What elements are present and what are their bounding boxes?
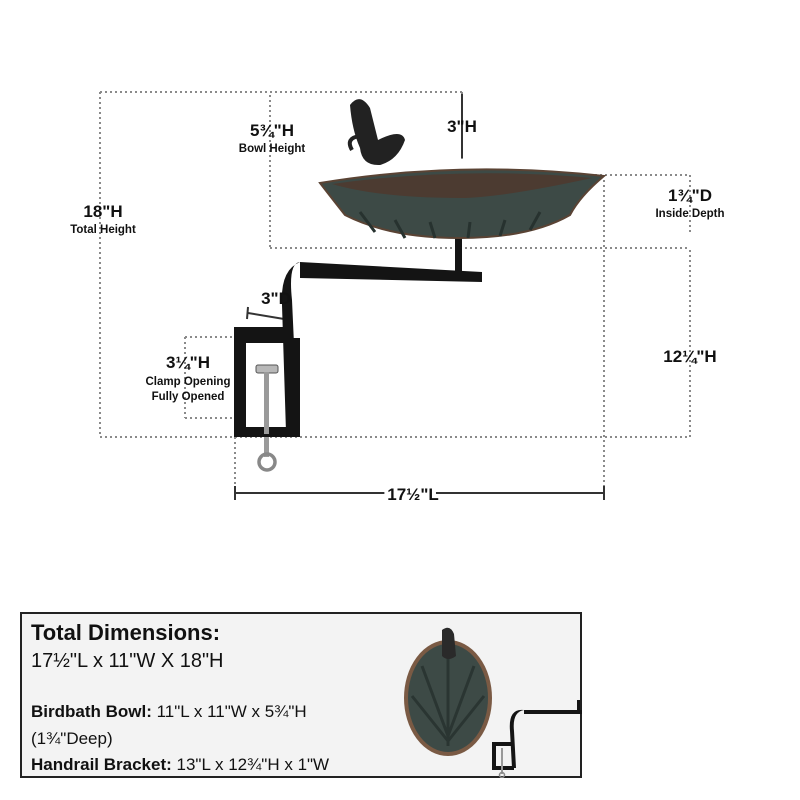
summary-total: 17½"L x 11"W X 18"H <box>31 650 224 672</box>
bowl-height-value: 5¾"H <box>250 121 294 140</box>
clamp-opening-caption-1: Clamp Opening <box>146 376 231 388</box>
total-length-value: 17½"L <box>387 485 439 504</box>
summary-bowl-line: Birdbath Bowl: 11"L x 11"W x 5¾"H <box>31 702 307 722</box>
summary-bracket-label: Handrail Bracket: <box>31 755 172 774</box>
birdbath-bowl <box>318 99 607 240</box>
clamp-opening-caption-2: Fully Opened <box>152 391 225 403</box>
bracket-thumbnail <box>492 700 582 778</box>
total-height-caption: Total Height <box>70 224 136 236</box>
bowl-thumbnail <box>404 627 492 756</box>
bird-height-value: 3"H <box>447 117 477 136</box>
summary-title: Total Dimensions: <box>31 620 221 645</box>
handrail-bracket <box>234 232 482 472</box>
dimension-diagram: 18"H Total Height 5¾"H Bowl Height 3"H 1… <box>70 91 725 504</box>
summary-bracket-line: Handrail Bracket: 13"L x 12¾"H x 1"W <box>31 755 329 775</box>
summary-bowl-depth: (1¾"Deep) <box>31 729 113 748</box>
total-dimensions-panel: Total Dimensions: 17½"L x 11"W X 18"H Bi… <box>20 612 582 778</box>
inside-depth-caption: Inside Depth <box>655 208 724 220</box>
bowl-height-caption: Bowl Height <box>239 143 306 155</box>
bracket-depth-value: 3"D <box>261 289 291 308</box>
inside-depth-value: 1¾"D <box>668 186 712 205</box>
summary-bowl-value: 11"L x 11"W x 5¾"H <box>151 702 307 721</box>
summary-bowl-label: Birdbath Bowl: <box>31 702 152 721</box>
summary-bracket-value: 13"L x 12¾"H x 1"W <box>171 755 330 774</box>
bracket-height-value: 12¼"H <box>663 347 716 366</box>
clamp-opening-value: 3¼"H <box>166 353 210 372</box>
total-height-value: 18"H <box>83 202 122 221</box>
